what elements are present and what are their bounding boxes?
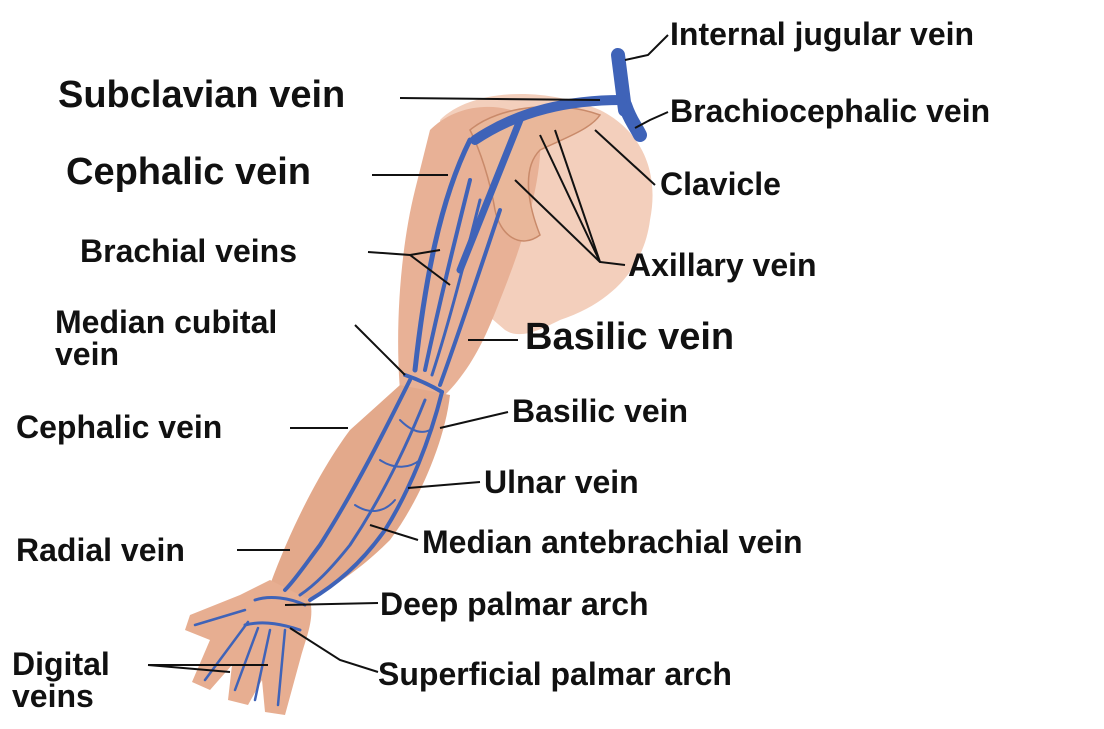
label-brachiocephalic-vein: Brachiocephalic vein [670,95,990,127]
label-cephalic-vein-lower: Cephalic vein [16,411,222,443]
leader-brachiocephalic [635,112,668,128]
forearm-skin [270,385,450,600]
label-axillary-vein: Axillary vein [628,249,817,281]
label-subclavian-vein: Subclavian vein [58,76,345,114]
label-cephalic-vein-upper: Cephalic vein [66,153,311,191]
label-digital-line2: veins [12,680,110,712]
label-median-cubital-line1: Median cubital [55,306,277,338]
label-clavicle: Clavicle [660,168,781,200]
label-internal-jugular-vein: Internal jugular vein [670,18,974,50]
leader-basilic-lower [440,412,508,428]
label-deep-palmar-arch: Deep palmar arch [380,588,649,620]
label-median-cubital-vein: Median cubital vein [55,306,277,370]
label-brachial-veins: Brachial veins [80,235,297,267]
leader-internal-jugular [625,35,668,60]
leader-median-cubital [355,325,405,375]
label-ulnar-vein: Ulnar vein [484,466,639,498]
label-median-antebrachial-vein: Median antebrachial vein [422,526,803,558]
label-basilic-vein-upper: Basilic vein [525,318,734,356]
label-median-cubital-line2: vein [55,338,277,370]
label-superficial-palmar-arch: Superficial palmar arch [378,658,732,690]
label-digital-line1: Digital [12,648,110,680]
label-basilic-vein-lower: Basilic vein [512,395,688,427]
leader-subclavian [400,98,600,100]
label-radial-vein: Radial vein [16,534,185,566]
label-digital-veins: Digital veins [12,648,110,712]
